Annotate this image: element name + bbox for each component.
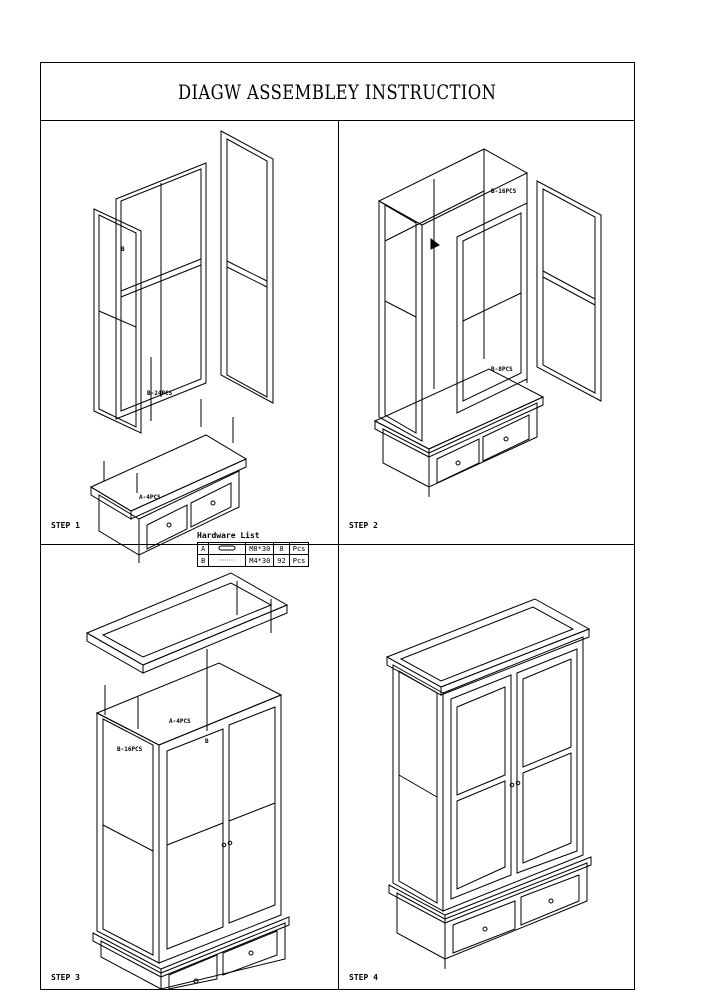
step-3-callout-b16: B-16PCS <box>117 746 143 753</box>
hardware-qty: 92 <box>273 554 290 567</box>
step-3-panel: A-4PCS B-16PCS B STEP 3 <box>41 545 338 990</box>
step-1-callout-a4: A-4PCS <box>139 494 161 501</box>
step-1-label: STEP 1 <box>51 521 80 530</box>
step-4-panel: STEP 4 <box>339 545 636 989</box>
hardware-list: Hardware List A M8*30 8 Pcs B M4*30 <box>196 531 310 567</box>
step-4-label: STEP 4 <box>349 973 378 982</box>
step-4-illustration <box>385 598 592 969</box>
step-2-panel: B-16PCS B-8PCS STEP 2 <box>339 121 636 544</box>
grid-divider-vertical <box>338 121 339 989</box>
grid-divider-horizontal <box>41 544 634 545</box>
step-1-callout-b24: B-24PCS <box>147 390 173 397</box>
step-2-callout-b8: B-8PCS <box>491 366 513 373</box>
step-1-callout-b: B <box>121 246 125 253</box>
title-row: DIAGW ASSEMBLEY INSTRUCTION <box>41 63 634 121</box>
page-title: DIAGW ASSEMBLEY INSTRUCTION <box>178 79 497 104</box>
hardware-id: B <box>196 554 210 567</box>
step-1-illustration: B B-24PCS A-4PCS <box>89 130 274 563</box>
step-2-label: STEP 2 <box>349 521 378 530</box>
instruction-sheet: DIAGW ASSEMBLEY INSTRUCTION <box>40 62 635 990</box>
hardware-list-title: Hardware List <box>197 531 260 540</box>
hardware-table: A M8*30 8 Pcs B M4*30 92 Pcs <box>196 542 310 567</box>
step-2-illustration: B-16PCS B-8PCS <box>373 148 602 497</box>
step-3-illustration: A-4PCS B-16PCS B <box>85 572 290 990</box>
hardware-row: B M4*30 92 Pcs <box>196 554 310 567</box>
step-3-callout-a4: A-4PCS <box>169 718 191 725</box>
hardware-unit: Pcs <box>288 554 310 567</box>
step-2-callout-b16: B-16PCS <box>491 188 517 195</box>
step-1-panel: B B-24PCS A-4PCS Hardware List A M8*30 8… <box>41 121 338 567</box>
step-3-callout-b: B <box>205 738 209 745</box>
step-3-label: STEP 3 <box>51 973 80 982</box>
